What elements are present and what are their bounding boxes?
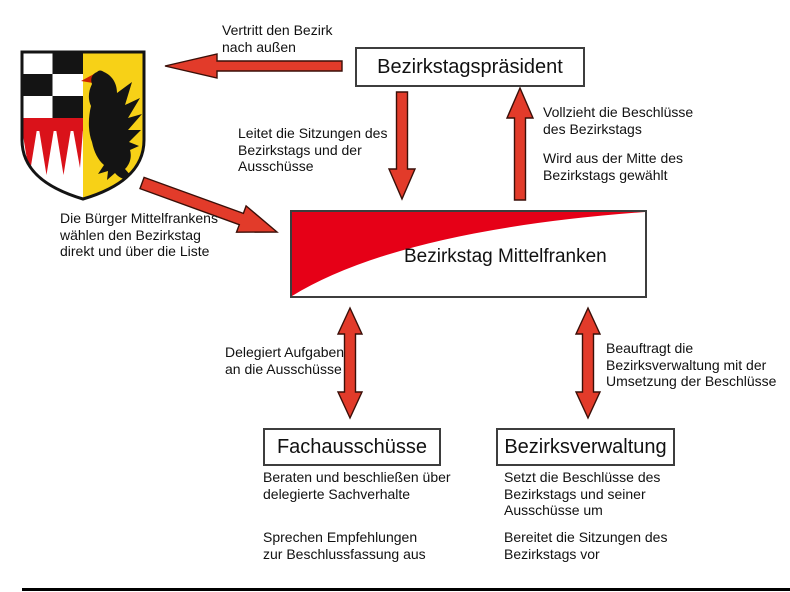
node-bezirkstag-label: Bezirkstag Mittelfranken [404, 246, 607, 267]
note-beraten: Beraten und beschließen über delegierte … [263, 469, 451, 502]
arrow-citizens-to-bezirkstag [139, 176, 279, 233]
node-bezirksverwaltung: Bezirksverwaltung [496, 428, 675, 466]
node-bezirkstagspraesident-label: Bezirkstagspräsident [377, 55, 563, 78]
note-bereitet: Bereitet die Sitzungen des Bezirkstags v… [504, 529, 668, 562]
note-leitet: Leitet die Sitzungen des Bezirkstags und… [238, 125, 388, 174]
arrow-president-to-outside [164, 53, 343, 79]
note-setzt: Setzt die Beschlüsse des Bezirkstags und… [504, 469, 661, 518]
node-bezirksverwaltung-label: Bezirksverwaltung [504, 435, 667, 458]
shield-outline [20, 50, 146, 201]
note-beauftragt: Beauftragt die Bezirksverwaltung mit der… [606, 340, 777, 389]
node-fachausschuesse: Fachausschüsse [263, 428, 441, 466]
eagle-tongue [81, 74, 94, 83]
arrow-bezirkstag-fachausschuesse [336, 306, 364, 420]
node-bezirkstagspraesident: Bezirkstagspräsident [355, 47, 585, 87]
checker-pattern [22, 52, 83, 118]
coat-of-arms-mittelfranken [20, 50, 146, 201]
red-swoosh-decoration [292, 212, 645, 296]
arrow-president-to-bezirkstag [387, 91, 417, 201]
frame-bottom-line [22, 588, 790, 591]
note-vertritt: Vertritt den Bezirk nach außen [222, 22, 333, 55]
node-fachausschuesse-label: Fachausschüsse [276, 435, 428, 458]
note-vollzieht: Vollzieht die Beschlüsse des Bezirkstags [543, 104, 694, 137]
note-wird-gewaehlt: Wird aus der Mitte des Bezirkstags gewäh… [543, 150, 684, 183]
arrow-bezirkstag-bezirksverwaltung [574, 306, 602, 420]
node-bezirkstag-mittelfranken: Bezirkstag Mittelfranken [290, 210, 647, 298]
eagle-icon [88, 70, 142, 180]
franconian-rake [22, 118, 83, 175]
note-sprechen: Sprechen Empfehlungen zur Beschlussfassu… [263, 529, 426, 562]
arrow-bezirkstag-to-president [505, 86, 535, 201]
note-buerger: Die Bürger Mittelfrankens wählen den Bez… [60, 210, 218, 259]
note-delegiert: Delegiert Aufgaben an die Ausschüsse [225, 344, 345, 377]
